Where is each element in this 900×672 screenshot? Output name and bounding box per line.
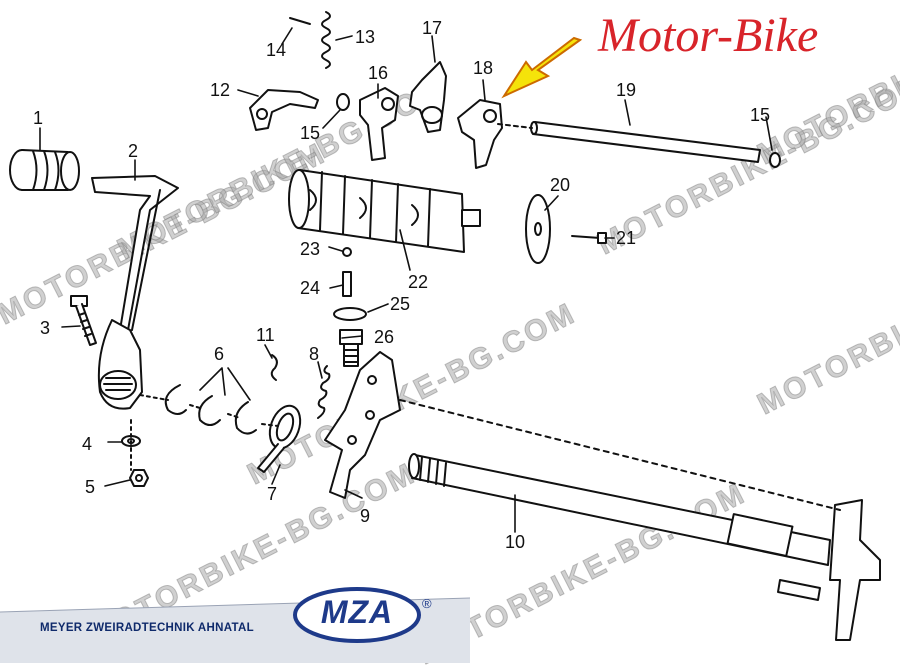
- part-3-bolt: [70, 295, 97, 346]
- part-20-disc: [525, 194, 551, 264]
- part-12-detent-arm: [249, 89, 319, 131]
- part-label-15: 15: [750, 105, 770, 125]
- part-label-2: 2: [128, 141, 138, 161]
- part-24-pin: [342, 271, 352, 297]
- part-label-5: 5: [85, 477, 95, 497]
- mza-logo: MZA: [320, 594, 394, 630]
- part-9-shift-plate: [324, 351, 401, 499]
- part-22-shift-drum: [288, 169, 481, 253]
- part-label-8: 8: [309, 344, 319, 364]
- part-label-16: 16: [368, 63, 388, 83]
- part-8-spring: [317, 365, 331, 419]
- part-label-1: 1: [33, 108, 43, 128]
- part-label-26: 26: [374, 327, 394, 347]
- highlight-arrow: [501, 36, 583, 99]
- part-26-plug: [339, 329, 363, 367]
- part-20-disc-hub: [534, 222, 542, 236]
- part-17-shift-fork: [409, 61, 447, 133]
- part-15-washer: [336, 93, 350, 111]
- part-25-ring: [333, 307, 367, 321]
- part-10-main-shaft: [408, 453, 881, 641]
- part-7-ratchet: [257, 404, 302, 473]
- footer-band: [0, 587, 471, 663]
- part-6-circlips: [164, 384, 257, 435]
- part-label-25: 25: [390, 294, 410, 314]
- site-title: Motor-Bike: [598, 9, 819, 62]
- part-label-18: 18: [473, 58, 493, 78]
- mza-logo-oval: [293, 587, 421, 643]
- part-label-14: 14: [266, 40, 286, 60]
- part-label-4: 4: [82, 434, 92, 454]
- part-5-nut: [129, 469, 149, 487]
- part-label-3: 3: [40, 318, 50, 338]
- part-label-22: 22: [408, 272, 428, 292]
- part-1-pedal-rubber: [9, 149, 80, 191]
- part-18-shift-fork: [457, 99, 503, 169]
- part-label-12: 12: [210, 80, 230, 100]
- part-label-21: 21: [616, 228, 636, 248]
- part-label-19: 19: [616, 80, 636, 100]
- part-5-nut-hole: [135, 474, 143, 482]
- part-label-20: 20: [550, 175, 570, 195]
- part-labels: 1 2 3 4 5 6 7 8 9 10 11 12 13 14 15 15 1…: [33, 18, 770, 552]
- part-label-13: 13: [355, 27, 375, 47]
- alignment-line: [139, 394, 279, 427]
- alignment-line: [399, 399, 841, 511]
- part-label-9: 9: [360, 506, 370, 526]
- part-label-7: 7: [267, 484, 277, 504]
- part-2-gear-lever: [91, 175, 179, 410]
- part-19-fork-shaft: [497, 121, 761, 163]
- part-label-15: 15: [300, 123, 320, 143]
- part-label-10: 10: [505, 532, 525, 552]
- part-23-ball: [342, 247, 352, 257]
- part-label-6: 6: [214, 344, 224, 364]
- manufacturer-caption: MEYER ZWEIRADTECHNIK AHNATAL: [40, 622, 254, 634]
- part-13-spring: [321, 11, 331, 69]
- part-label-17: 17: [422, 18, 442, 38]
- part-11-spring-clip: [270, 354, 278, 381]
- part-label-24: 24: [300, 278, 320, 298]
- part-label-11: 11: [256, 325, 275, 345]
- registered-mark: ®: [422, 596, 432, 611]
- part-14-pin: [289, 17, 311, 25]
- part-label-23: 23: [300, 239, 320, 259]
- leader-lines: [39, 27, 773, 533]
- part-21-screw: [571, 235, 601, 239]
- part-16-shift-fork: [359, 87, 399, 161]
- part-15-washer: [769, 152, 781, 168]
